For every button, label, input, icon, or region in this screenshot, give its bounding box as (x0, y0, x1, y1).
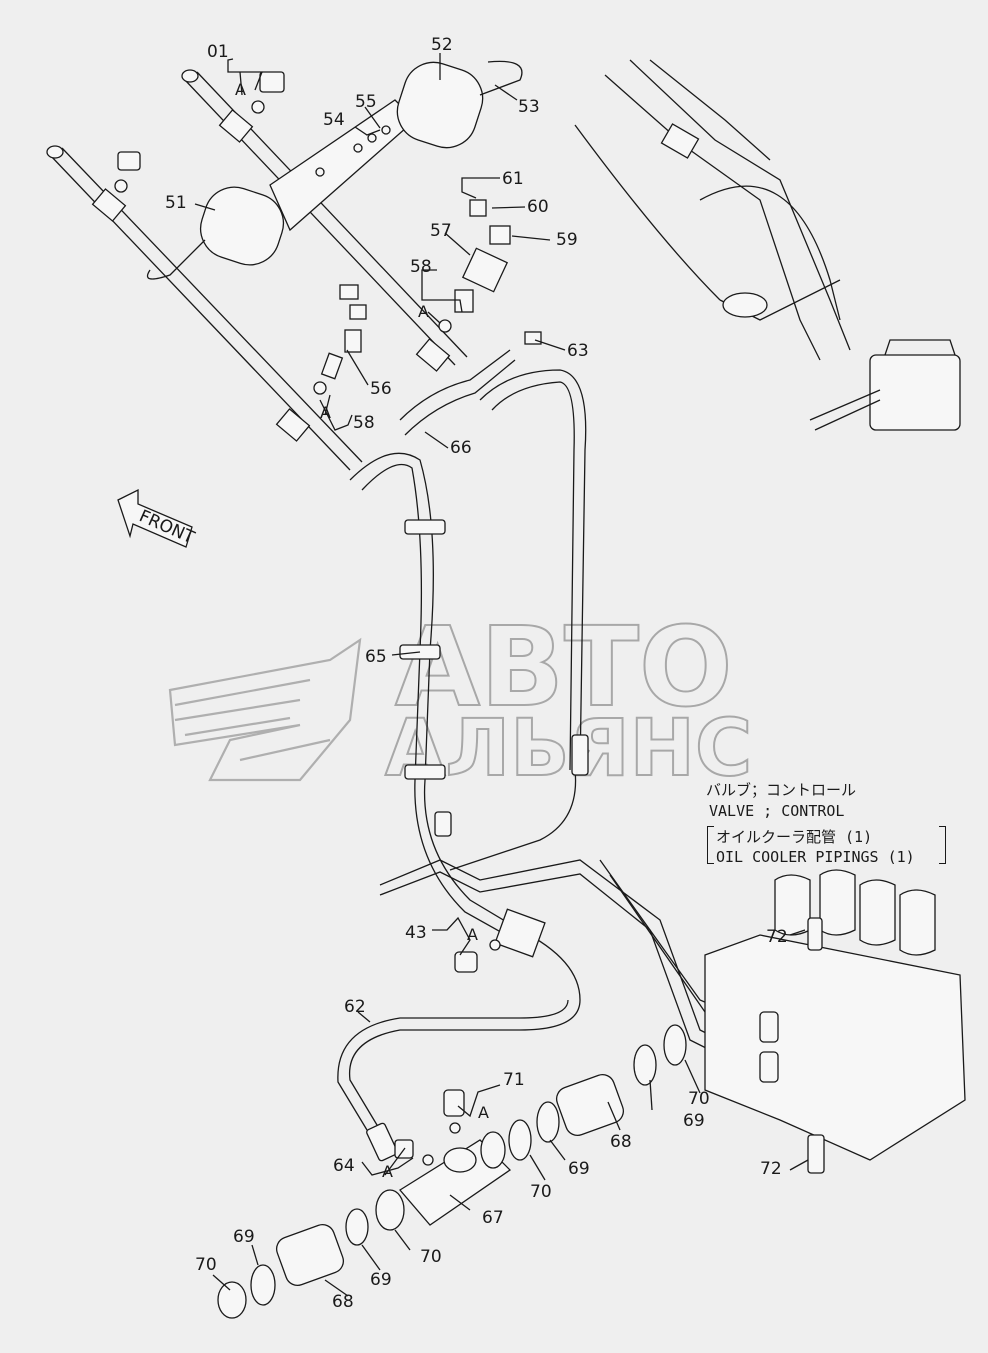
watermark-logo: АВТО АЛЬЯНС (168, 602, 753, 795)
letter-a-2: A (418, 302, 429, 321)
callout-55: 55 (355, 92, 377, 112)
callout-58-upper: 58 (410, 257, 432, 277)
callout-71: 71 (503, 1070, 525, 1090)
callout-43: 43 (405, 923, 427, 943)
letter-a-4: A (467, 925, 478, 944)
callout-66: 66 (450, 438, 472, 458)
callout-63: 63 (567, 341, 589, 361)
title-bracket-right (939, 826, 946, 864)
callout-68-b: 68 (332, 1292, 354, 1312)
front-label: FRONT (136, 506, 198, 548)
callout-69-c: 69 (233, 1227, 255, 1247)
title-bracket-left (707, 826, 714, 864)
boom-sketch (574, 59, 961, 431)
callout-70-d: 70 (420, 1247, 442, 1267)
callout-letters: A A A A A A (235, 80, 489, 1181)
title-en-line1: VALVE ; CONTROL (709, 802, 845, 820)
title-jp-line1: バルブ；コントロール (706, 781, 857, 799)
title-jp-line2: オイルクーラ配管 (1) (716, 828, 873, 846)
front-direction-arrow: FRONT (117, 488, 198, 548)
callout-01: 01 (207, 42, 229, 62)
letter-a-5: A (478, 1103, 489, 1122)
callout-69-b: 69 (568, 1159, 590, 1179)
title-en-line2: OIL COOLER PIPINGS (1) (716, 848, 915, 866)
callout-65: 65 (365, 647, 387, 667)
callout-labels: 01 52 53 54 55 51 61 60 57 59 58 63 56 5… (165, 35, 788, 1312)
callout-72-upper: 72 (766, 927, 788, 947)
callout-70-b: 70 (530, 1182, 552, 1202)
callout-68-a: 68 (610, 1132, 632, 1152)
control-valve (704, 869, 966, 1174)
callout-70-a: 70 (688, 1089, 710, 1109)
callout-54: 54 (323, 110, 345, 130)
callout-61: 61 (502, 169, 524, 189)
callout-67: 67 (482, 1208, 504, 1228)
callout-52: 52 (431, 35, 453, 55)
callout-69-a: 69 (683, 1111, 705, 1131)
callout-59: 59 (556, 230, 578, 250)
callout-70-c: 70 (195, 1255, 217, 1275)
callout-60: 60 (527, 197, 549, 217)
callout-72-lower: 72 (760, 1159, 782, 1179)
watermark-line1: АВТО (395, 603, 733, 731)
callout-62: 62 (344, 997, 366, 1017)
upper-pipe-assembly (46, 60, 542, 471)
callout-57: 57 (430, 221, 452, 241)
callout-64: 64 (333, 1156, 355, 1176)
letter-a-6: A (382, 1162, 393, 1181)
watermark-line2: АЛЬЯНС (385, 704, 752, 794)
callout-69-d: 69 (370, 1270, 392, 1290)
leader-lines (194, 53, 809, 1297)
return-line-assembly (217, 999, 687, 1319)
callout-51: 51 (165, 193, 187, 213)
callout-58-lower: 58 (353, 413, 375, 433)
letter-a-3: A (320, 403, 331, 422)
letter-a-1: A (235, 80, 246, 99)
callout-56: 56 (370, 379, 392, 399)
callout-53: 53 (518, 97, 540, 117)
